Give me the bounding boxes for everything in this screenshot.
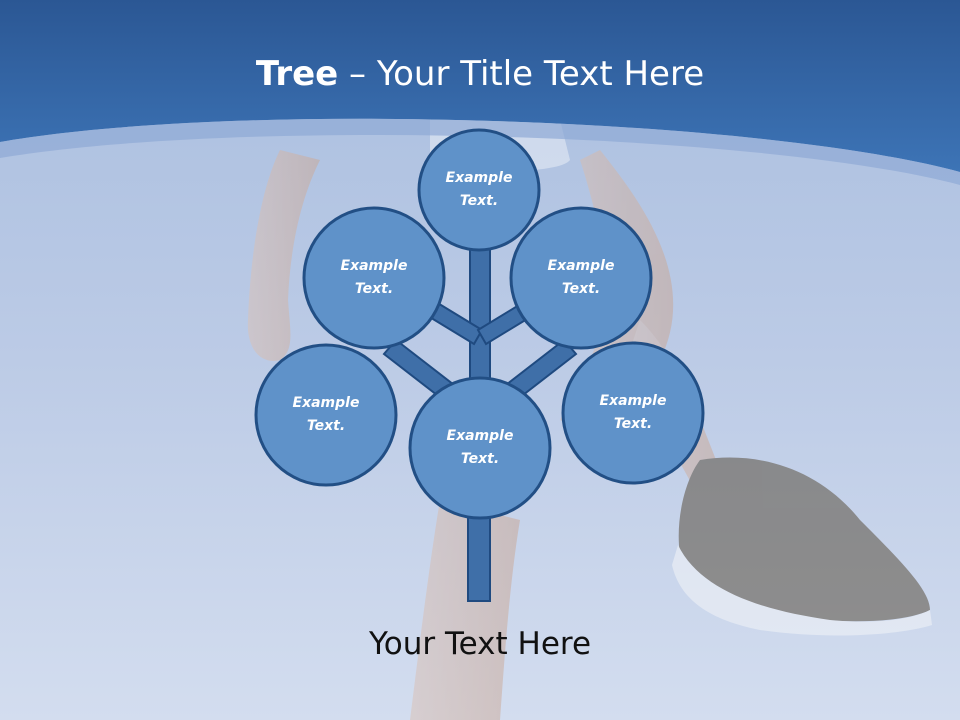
node-circle-center xyxy=(408,376,552,520)
title-rest: Your Title Text Here xyxy=(376,54,705,94)
trunk-upper xyxy=(469,244,491,396)
footer-text: Your Text Here xyxy=(368,626,592,662)
header-highlight xyxy=(0,118,960,185)
node-circle-lower-right xyxy=(561,341,705,485)
tree-trunk xyxy=(382,244,578,602)
header-band xyxy=(0,0,960,172)
node-circle-lower-left xyxy=(254,343,398,487)
node-circle-upper-left xyxy=(302,206,446,350)
title-dash: – xyxy=(349,54,367,94)
title-bold: Tree xyxy=(255,54,339,94)
slide-title: Tree – Your Title Text Here xyxy=(0,52,960,96)
node-circle-upper-right xyxy=(509,206,653,350)
node-circle-top xyxy=(417,128,541,252)
tree-nodes xyxy=(254,128,705,520)
